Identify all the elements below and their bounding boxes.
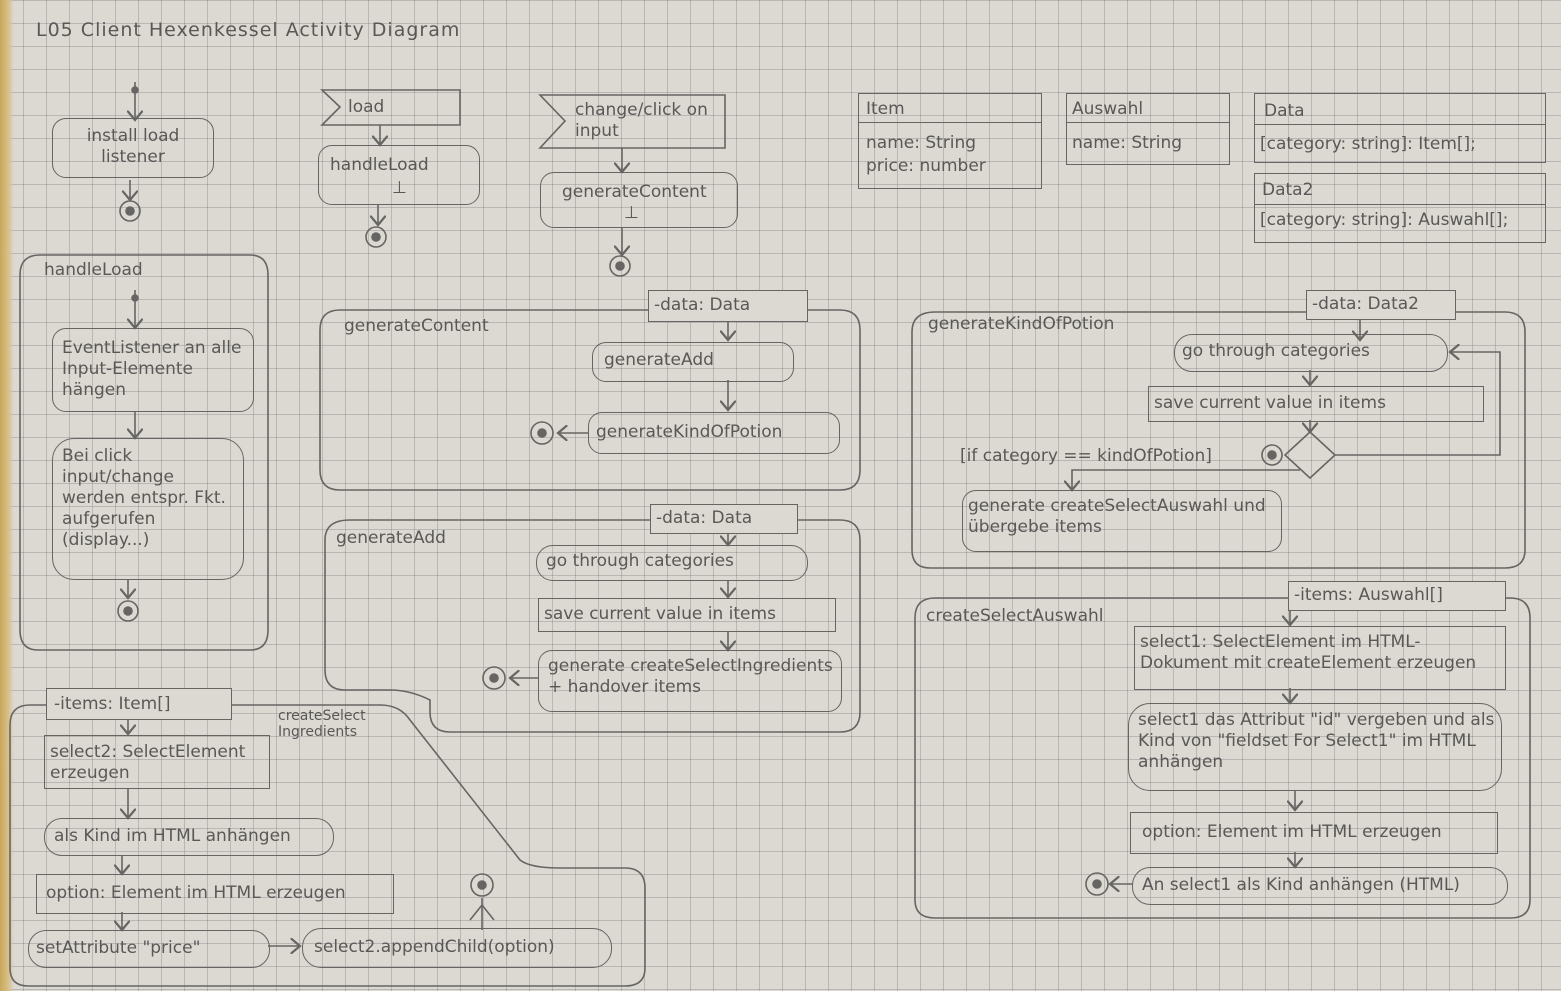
generateadd-param (650, 504, 798, 534)
generateadd-step-3 (538, 650, 842, 712)
load-event-shape (319, 89, 461, 126)
ingredients-step-5 (302, 928, 612, 968)
generatecontent-param (648, 290, 808, 322)
generateadd-region-label: generateAdd (336, 528, 446, 548)
handleload-action (318, 145, 480, 205)
kindofpotion-step-3 (962, 490, 1282, 552)
ingredients-step-3-label: option: Element im HTML erzeugen (46, 883, 346, 903)
install-listener-label: install load listener (86, 126, 180, 167)
ingredients-step-3 (36, 874, 394, 914)
generateadd-param-label: -data: Data (656, 508, 753, 528)
class-auswahl-field-1: name: String (1072, 133, 1183, 153)
ingredients-step-2-label: als Kind im HTML anhängen (54, 826, 291, 846)
auswahl-step-2-label: select1 das Attribut "id" vergeben und a… (1138, 710, 1495, 772)
generateadd-step-1-label: go through categories (546, 551, 734, 571)
generatecontent-param-label: -data: Data (654, 295, 751, 315)
generateadd-step-3-label: generate createSelectIngredients + hando… (548, 656, 833, 697)
handleload-region-label: handleLoad (44, 260, 143, 280)
generateadd-step-2 (538, 598, 836, 632)
auswahl-step-3-label: option: Element im HTML erzeugen (1142, 822, 1442, 842)
class-data-field-1: [category: string]: Item[]; (1260, 134, 1476, 154)
class-auswahl-name: Auswahl (1072, 99, 1144, 119)
createselectauswahl-param (1288, 581, 1506, 611)
createselectingredients-param (46, 688, 232, 720)
class-item-name: Item (866, 99, 905, 119)
generatecontent-region (319, 309, 861, 491)
generatecontent-action (540, 172, 738, 228)
generatekindofpotion-param-label: -data: Data2 (1312, 294, 1419, 314)
auswahl-step-4 (1132, 867, 1508, 905)
ingredients-step-1-label: select2: SelectElement erzeugen (50, 742, 246, 783)
kindofpotion-step-2-label: save current value in items (1154, 393, 1386, 413)
kindofpotion-step-1-label: go through categories (1182, 341, 1370, 361)
diagram-title: L05 Client Hexenkessel Activity Diagram (36, 19, 461, 41)
generatecontent-step-1-label: generateAdd (604, 350, 714, 370)
auswahl-step-2 (1128, 703, 1502, 791)
kindofpotion-step-2 (1148, 386, 1484, 422)
install-listener-action (52, 118, 214, 178)
createselectauswahl-region-label: createSelectAuswahl (926, 606, 1104, 626)
generateadd-step-1 (536, 545, 808, 581)
class-data2-field-1: [category: string]: Auswahl[]; (1260, 210, 1509, 230)
handleload-region (19, 254, 269, 651)
generatekindofpotion-region-label: generateKindOfPotion (928, 314, 1115, 334)
class-item-field-1: name: String (866, 133, 977, 153)
generatekindofpotion-region (911, 311, 1526, 569)
change-event-shape (538, 94, 726, 149)
generatecontent-step-1 (592, 342, 794, 382)
auswahl-step-3 (1130, 812, 1498, 854)
createselectingredients-label: createSelect Ingredients (278, 708, 366, 740)
ingredients-step-1 (44, 735, 270, 789)
createselectauswahl-region (914, 597, 1531, 919)
createselectingredients-region (9, 704, 646, 987)
ingredients-step-4 (28, 930, 270, 968)
handleload-step-2-label: Bei click input/change werden entspr. Fk… (62, 446, 226, 550)
auswahl-step-4-label: An select1 als Kind anhängen (HTML) (1142, 875, 1460, 895)
generatecontent-region-label: generateContent (344, 316, 489, 336)
kindofpotion-guard: [if category == kindOfPotion] (960, 446, 1212, 466)
createselectauswahl-param-label: -items: Auswahl[] (1294, 585, 1443, 605)
class-data (1254, 93, 1546, 163)
createselectingredients-param-label: -items: Item[] (54, 694, 171, 714)
generatecontent-step-2-label: generateKindOfPotion (596, 422, 783, 442)
handleload-action-label: handleLoad (330, 155, 429, 175)
change-event-label: change/click on input (575, 100, 708, 141)
kindofpotion-step-1 (1174, 334, 1448, 372)
subactivity-icon: ⊥ (624, 203, 639, 223)
class-auswahl (1066, 93, 1230, 165)
handleload-step-1-label: EventListener an alle Input-Elemente hän… (62, 338, 242, 400)
handleload-step-1 (52, 328, 254, 412)
end-node (119, 200, 141, 222)
ingredients-step-5-label: select2.appendChild(option) (314, 937, 555, 957)
load-event-label: load (348, 97, 385, 117)
auswahl-step-1 (1134, 626, 1506, 690)
decision-node (1283, 430, 1337, 480)
class-data-name: Data (1264, 101, 1305, 121)
ingredients-step-2 (44, 818, 334, 856)
subactivity-icon: ⊥ (392, 178, 407, 198)
class-data2 (1254, 173, 1546, 243)
generatecontent-action-label: generateContent (562, 182, 707, 202)
generatecontent-step-2 (588, 412, 840, 454)
handleload-step-2 (52, 438, 244, 580)
auswahl-step-1-label: select1: SelectElement im HTML-Dokument … (1140, 632, 1477, 673)
ingredients-step-4-label: setAttribute "price" (36, 938, 201, 958)
class-item-field-2: price: number (866, 156, 986, 176)
kindofpotion-step-3-label: generate createSelectAuswahl und übergeb… (968, 496, 1266, 537)
class-item (858, 93, 1042, 189)
class-data2-name: Data2 (1262, 180, 1314, 200)
generatekindofpotion-param (1306, 290, 1456, 320)
generateadd-step-2-label: save current value in items (544, 604, 776, 624)
generateadd-region (324, 519, 861, 733)
